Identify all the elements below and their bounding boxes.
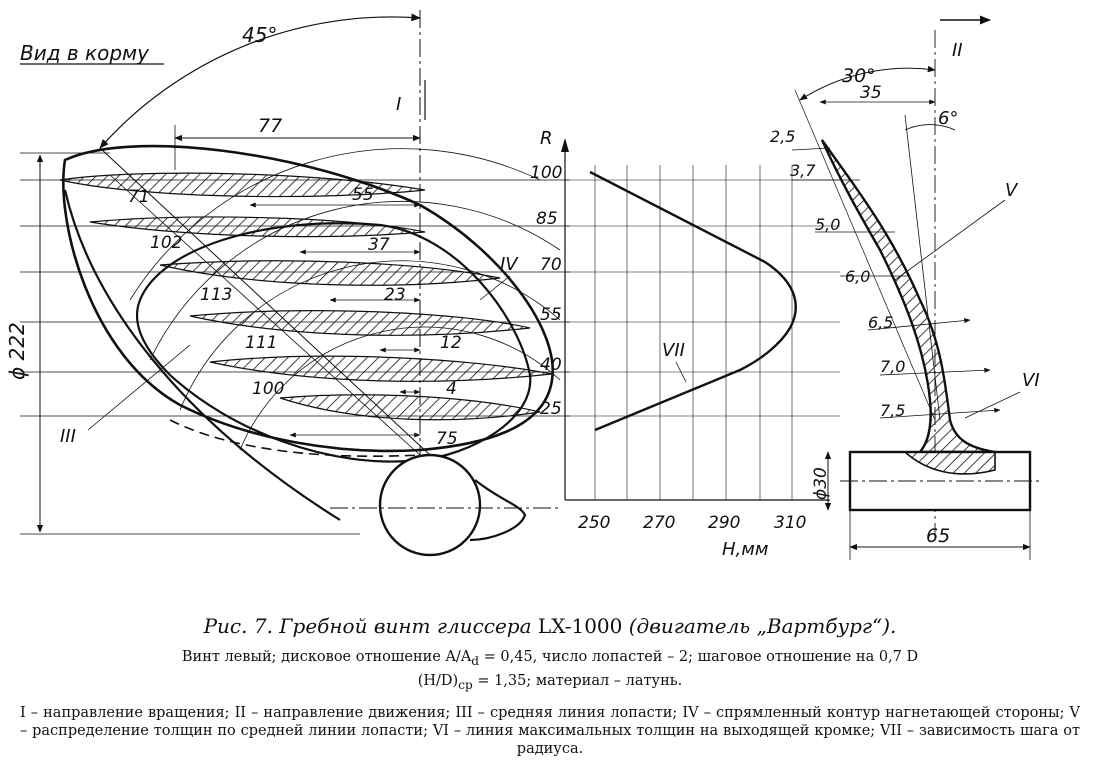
thickness-2-5: 2,5 bbox=[770, 127, 795, 146]
label-roman-IV: IV bbox=[500, 254, 519, 275]
r-tick-85: 85 bbox=[536, 209, 558, 229]
blade-view: Вид в корму 45° I 77 ϕ 222 bbox=[5, 10, 570, 557]
figure-title-text: Рис. 7. Гребной винт глиссера bbox=[203, 614, 532, 638]
r-tick-40: 40 bbox=[540, 355, 562, 375]
h-tick-270: 270 bbox=[643, 513, 675, 533]
r-tick-100: 100 bbox=[530, 163, 562, 183]
dim-hub-length: 65 bbox=[926, 525, 950, 547]
specs-text-1: Винт левый; дисковое отношение A/A bbox=[181, 649, 472, 665]
figure-title: Рис. 7. Гребной винт глиссера LX-1000 (д… bbox=[20, 614, 1080, 638]
r-tick-70: 70 bbox=[540, 255, 562, 275]
chord-23: 23 bbox=[384, 285, 406, 305]
pitch-chart: R 100 85 70 55 40 25 VII 250 270 290 310… bbox=[530, 128, 840, 560]
pitch-axis-label: H,мм bbox=[722, 539, 768, 560]
chord-113: 113 bbox=[200, 285, 232, 305]
label-roman-II: II bbox=[952, 40, 963, 61]
thickness-3-7: 3,7 bbox=[790, 161, 816, 180]
figure-model: LX-1000 bbox=[537, 614, 623, 638]
label-roman-I: I bbox=[396, 94, 401, 115]
specs-text-1-rest: = 0,45, число лопастей – 2; шаговое отно… bbox=[479, 649, 919, 665]
dim-hub-diameter: ϕ30 bbox=[811, 467, 831, 500]
dim-diameter: ϕ 222 bbox=[5, 322, 29, 380]
figure-engine: (двигатель „Вартбург“). bbox=[628, 614, 897, 638]
dim-77: 77 bbox=[258, 115, 282, 137]
chord-102: 102 bbox=[150, 233, 182, 253]
thickness-5-0: 5,0 bbox=[815, 215, 840, 234]
h-tick-290: 290 bbox=[708, 513, 740, 533]
chord-71: 71 bbox=[128, 187, 150, 207]
label-roman-III: III bbox=[60, 426, 76, 447]
thickness-7-0: 7,0 bbox=[880, 357, 905, 376]
blade-section: II 30° 35 6° 2,5 3,7 5,0 6,0 6,5 7,0 7,5… bbox=[770, 15, 1040, 560]
specs-text-2-rest: = 1,35; материал – латунь. bbox=[472, 672, 683, 689]
label-roman-VI: VI bbox=[1022, 370, 1040, 391]
specs-text-2: (H/D) bbox=[417, 672, 459, 689]
angle-30-label: 30° bbox=[842, 65, 876, 87]
chord-37: 37 bbox=[368, 235, 390, 255]
chord-55: 55 bbox=[352, 185, 374, 205]
specs-sub-d: d bbox=[471, 653, 480, 668]
angle-45-label: 45° bbox=[242, 23, 277, 47]
view-label: Вид в корму bbox=[20, 41, 150, 65]
r-tick-25: 25 bbox=[540, 399, 562, 419]
specs-sub-cp: ср bbox=[458, 677, 473, 692]
chord-12: 12 bbox=[440, 333, 462, 353]
radius-axis-label: R bbox=[540, 128, 553, 149]
legend-text: I – направление вращения; II – направлен… bbox=[20, 705, 1080, 757]
h-tick-310: 310 bbox=[774, 513, 806, 533]
thickness-7-5: 7,5 bbox=[880, 401, 905, 420]
propeller-drawing: Вид в корму 45° I 77 ϕ 222 bbox=[5, 10, 1040, 560]
thickness-6-5: 6,5 bbox=[868, 313, 893, 332]
chord-111: 111 bbox=[245, 333, 277, 353]
chord-100: 100 bbox=[252, 379, 284, 399]
thickness-6-0: 6,0 bbox=[845, 267, 870, 286]
figure-legend: I – направление вращения; II – направлен… bbox=[20, 704, 1080, 758]
label-roman-VII: VII bbox=[662, 340, 685, 361]
figure-specs: Винт левый; дисковое отношение A/Ad = 0,… bbox=[20, 647, 1080, 695]
dim-35: 35 bbox=[860, 83, 882, 103]
specs-line-1: Винт левый; дисковое отношение A/Ad = 0,… bbox=[20, 647, 1080, 671]
chord-4: 4 bbox=[446, 379, 457, 399]
specs-line-2: (H/D)ср = 1,35; материал – латунь. bbox=[20, 671, 1080, 695]
h-tick-250: 250 bbox=[578, 513, 610, 533]
label-roman-V: V bbox=[1005, 180, 1019, 201]
r-tick-55: 55 bbox=[540, 305, 562, 325]
angle-6-label: 6° bbox=[938, 108, 958, 129]
chord-75: 75 bbox=[436, 429, 458, 449]
